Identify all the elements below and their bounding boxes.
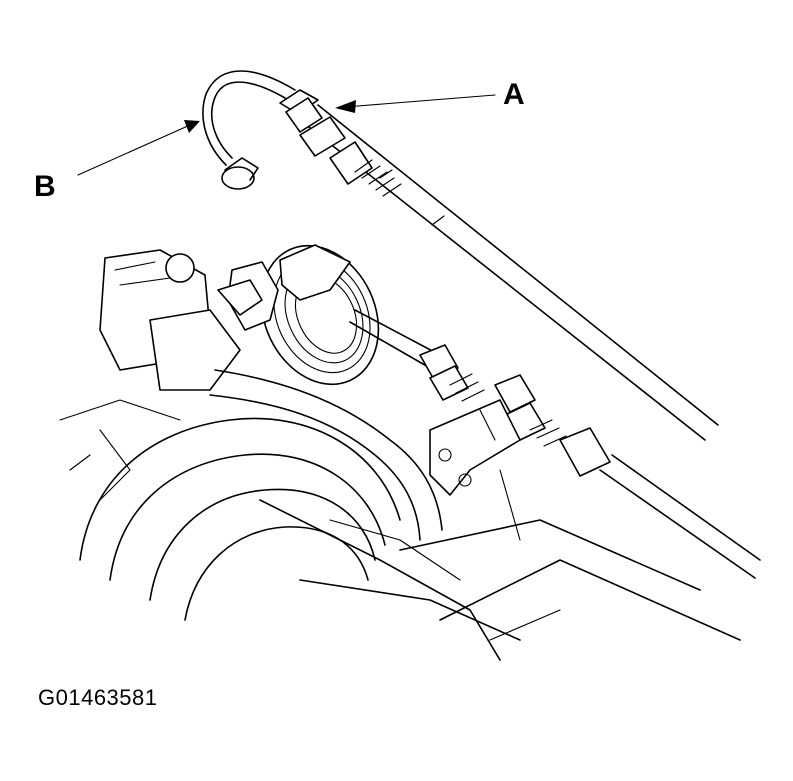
throttle-cable-lower	[349, 309, 761, 579]
arrow-left-icon	[335, 94, 496, 113]
cable-bracket	[429, 399, 521, 496]
connector-and-hose	[99, 249, 443, 541]
throttle-body-housing	[259, 469, 741, 661]
throttle-cable-upper	[279, 89, 719, 441]
arrow-right-icon	[77, 120, 200, 176]
callout-label-b: B	[34, 170, 56, 203]
intake-duct	[59, 399, 401, 621]
callout-label-a: A	[503, 78, 525, 111]
cable-end-tube	[202, 70, 296, 190]
figure-id: G01463581	[38, 685, 158, 710]
throttle-pulley	[217, 244, 380, 386]
